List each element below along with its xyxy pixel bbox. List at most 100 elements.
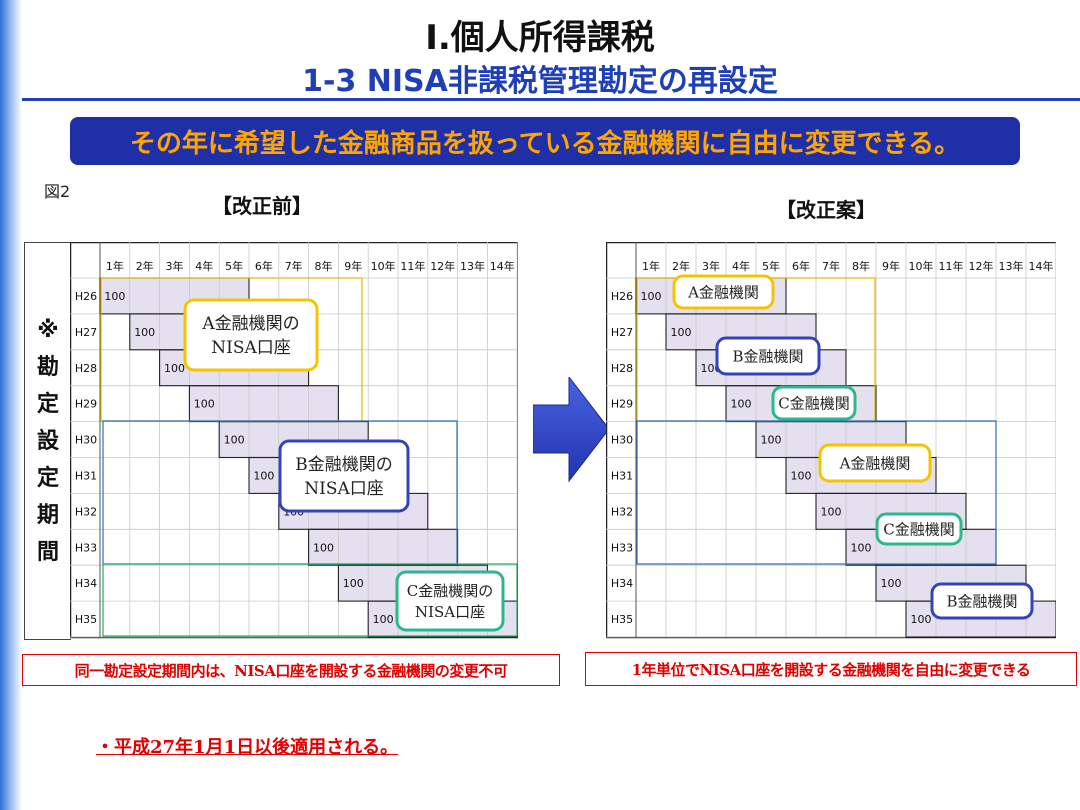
year-header: 13年 <box>999 259 1024 273</box>
label-b-institution-1-box <box>715 336 821 376</box>
right-arrow-icon <box>532 375 610 491</box>
investment-cell <box>427 529 458 566</box>
side-label-char: 期 <box>36 502 59 528</box>
label-a-institution-box <box>183 298 319 372</box>
investment-cell <box>338 529 369 566</box>
label-b-institution-box <box>278 439 410 513</box>
period-outline <box>636 420 997 565</box>
amount-label: 100 <box>881 577 902 590</box>
amount-label: 100 <box>253 469 274 482</box>
amount-label: 100 <box>911 613 932 626</box>
left-accent-bar <box>0 0 22 810</box>
year-header: 12年 <box>430 259 455 273</box>
page-subtitle: 1-3 NISA非課税管理勘定の再設定 <box>302 64 778 99</box>
investment-cell <box>756 421 786 458</box>
amount-label: 100 <box>224 434 245 447</box>
period-row-header: H34 <box>75 577 97 590</box>
period-row-header: H35 <box>611 613 633 626</box>
label-c-institution-2-box <box>875 512 963 546</box>
investment-cell <box>338 565 369 602</box>
period-row-header: H29 <box>611 398 633 411</box>
amount-label: 100 <box>851 541 872 554</box>
period-outline <box>102 563 518 637</box>
period-row-header: H32 <box>75 505 97 518</box>
investment-cell <box>249 457 279 494</box>
investment-cell <box>249 385 279 422</box>
amount-label: 100 <box>373 613 394 626</box>
investment-cell <box>129 313 160 350</box>
year-header: 11年 <box>400 259 425 273</box>
year-header: 13年 <box>460 259 485 273</box>
side-label-char: 間 <box>36 539 59 565</box>
investment-cell <box>368 529 398 566</box>
amount-label: 100 <box>313 541 334 554</box>
period-row-header: H28 <box>75 362 97 375</box>
summary-banner: その年に希望した金融商品を扱っている金融機関に自由に変更できる。 <box>70 117 1020 165</box>
side-period-label: ※ 勘 定 設 定 期 間 <box>24 242 71 640</box>
investment-cell <box>726 385 756 422</box>
amount-label: 100 <box>791 469 812 482</box>
investment-cell <box>966 529 996 566</box>
label-c-institution-text: C金融機関の <box>407 582 493 600</box>
period-row-header: H29 <box>75 398 97 411</box>
after-panel-title: 【改正案】 <box>776 198 876 222</box>
title-divider <box>22 98 1080 101</box>
period-row-header: H30 <box>75 434 97 447</box>
investment-cell <box>219 385 249 422</box>
label-a-institution-2-text: A金融機関 <box>839 454 911 472</box>
year-header: 5年 <box>762 259 780 273</box>
side-label-char: 勘 <box>36 354 59 380</box>
label-c-institution-2-text: C金融機関 <box>883 520 954 538</box>
period-row-header: H33 <box>75 541 97 554</box>
investment-cell <box>100 278 130 314</box>
year-header: 1年 <box>642 259 660 273</box>
year-header: 2年 <box>136 259 154 273</box>
label-c-institution-1-text: C金融機関 <box>778 394 849 412</box>
period-row-header: H26 <box>75 290 97 303</box>
amount-label: 100 <box>641 290 662 303</box>
label-a-institution-1-text: A金融機関 <box>687 283 759 301</box>
year-header: 7年 <box>285 259 303 273</box>
investment-cell <box>249 421 279 458</box>
period-row-header: H28 <box>611 362 633 375</box>
year-header: 6年 <box>792 259 810 273</box>
label-b-institution-text: B金融機関の <box>295 455 393 475</box>
investment-cell <box>219 421 249 458</box>
amount-label: 100 <box>761 434 782 447</box>
label-c-institution-box <box>395 570 505 632</box>
before-note: 同一勘定設定期間内は、NISA口座を開設する金融機関の変更不可 <box>22 654 560 686</box>
side-label-char: 定 <box>36 391 59 417</box>
year-header: 10年 <box>371 259 396 273</box>
period-row-header: H30 <box>611 434 633 447</box>
label-a-institution-2-box <box>818 443 932 483</box>
investment-cell <box>308 529 339 566</box>
amount-label: 100 <box>104 290 125 303</box>
amount-label: 100 <box>134 326 155 339</box>
investment-cell <box>368 601 398 637</box>
investment-cell <box>636 278 666 314</box>
label-a-institution-1-box <box>672 274 775 310</box>
amount-label: 100 <box>671 326 692 339</box>
period-row-header: H32 <box>611 505 633 518</box>
year-header: 9年 <box>344 259 362 273</box>
investment-cell <box>189 385 220 422</box>
investment-cell <box>308 385 339 422</box>
investment-cell <box>398 529 428 566</box>
year-header: 5年 <box>225 259 243 273</box>
after-note: 1年単位でNISA口座を開設する金融機関を自由に変更できる <box>585 652 1077 686</box>
year-header: 12年 <box>969 259 994 273</box>
label-b-institution-2-text: B金融機関 <box>946 592 1017 610</box>
amount-label: 100 <box>821 505 842 518</box>
year-header: 1年 <box>106 259 124 273</box>
label-b-institution-text: NISA口座 <box>304 479 384 499</box>
period-row-header: H33 <box>611 541 633 554</box>
amount-label: 100 <box>731 398 752 411</box>
amount-label: 100 <box>343 577 364 590</box>
amount-label: 100 <box>194 398 215 411</box>
label-b-institution-2-box <box>930 582 1034 620</box>
investment-cell <box>816 349 846 386</box>
side-label-char: 定 <box>36 465 59 491</box>
